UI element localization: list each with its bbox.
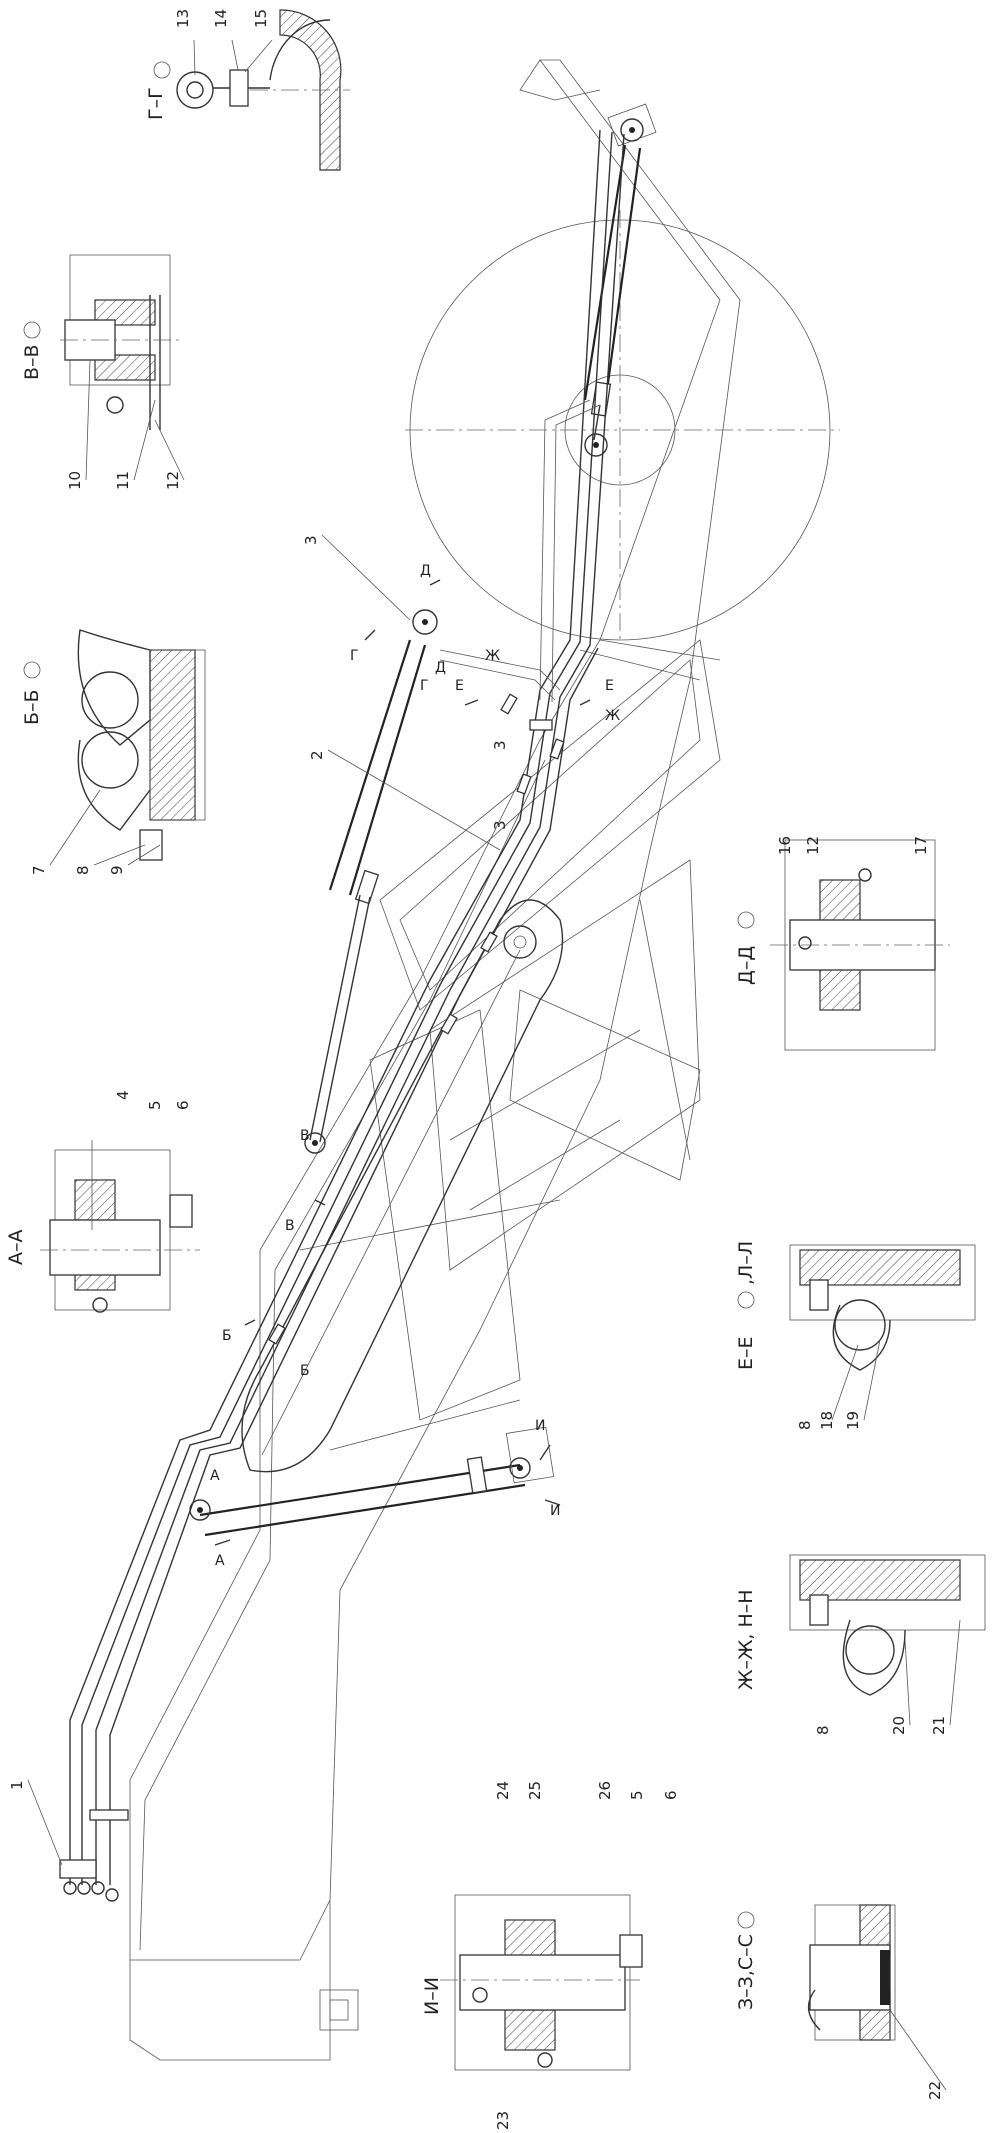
- lower-hydraulic-cylinder: [189, 1426, 555, 1537]
- upper-hydraulic-cylinder: [304, 609, 438, 1154]
- view-dd-drawing: [770, 839, 950, 1051]
- view-aa-drawing: [40, 1149, 200, 1313]
- callout-3b: 3: [491, 740, 509, 750]
- callout-10: 10: [66, 471, 84, 490]
- rear-frame-block: [379, 639, 721, 1011]
- section-mark-d1: Д: [420, 563, 431, 579]
- callout-17: 17: [912, 836, 930, 855]
- callout-6a: 6: [174, 1100, 192, 1110]
- section-mark-zh1: Ж: [485, 648, 500, 664]
- callout-18: 18: [818, 1411, 836, 1430]
- view-title-aa: А–А: [5, 1230, 27, 1266]
- section-mark-e2: Е: [605, 678, 614, 694]
- callout-8a: 8: [74, 865, 92, 875]
- section-mark-d2: Д: [435, 660, 446, 676]
- view-title-dd: Д–Д: [735, 946, 757, 985]
- view-title-vv: В–В: [21, 344, 43, 380]
- view-zhzh-drawing: [789, 1554, 986, 1696]
- callout-4: 4: [114, 1090, 132, 1100]
- view-title-gg: Г–Г: [145, 87, 167, 120]
- view-title-bb: Б–Б: [21, 689, 43, 725]
- callout-23: 23: [494, 2111, 512, 2130]
- callout-8b: 8: [796, 1420, 814, 1430]
- callout-2: 2: [308, 750, 326, 760]
- view-ii-drawing: [440, 1894, 643, 2071]
- view-zz-drawing: [807, 1904, 896, 2041]
- boom-pivot: [503, 925, 537, 959]
- view-bb-drawing: [77, 629, 206, 861]
- frame-outline: [129, 59, 741, 1961]
- section-mark-g2: Г: [420, 678, 429, 694]
- view-title-ll: ,Л–Л: [735, 1241, 757, 1285]
- hydraulic-pipes: [69, 129, 625, 1885]
- section-mark-a1: А: [215, 1553, 225, 1569]
- view-gg-drawing: [176, 9, 350, 171]
- callout-20: 20: [890, 1716, 908, 1735]
- pipe-clamps: [89, 693, 565, 1821]
- view-vv-drawing: [60, 254, 180, 430]
- callout-7: 7: [30, 865, 48, 875]
- callout-8c: 8: [814, 1725, 832, 1735]
- callout-5a: 5: [146, 1100, 164, 1110]
- callout-21: 21: [930, 1716, 948, 1735]
- callout-3c: 3: [491, 820, 509, 830]
- section-mark-g1: Г: [350, 648, 359, 664]
- callout-25: 25: [526, 1781, 544, 1800]
- callout-5b: 5: [628, 1790, 646, 1800]
- callout-15: 15: [252, 9, 270, 28]
- section-mark-a2: А: [210, 1468, 220, 1484]
- callout-13: 13: [174, 9, 192, 28]
- callout-3a: 3: [302, 535, 320, 545]
- callout-12b: 12: [804, 836, 822, 855]
- section-mark-zh2: Ж: [605, 708, 620, 724]
- section-mark-b2: Б: [300, 1363, 310, 1379]
- callout-22: 22: [926, 2081, 944, 2100]
- callout-16: 16: [776, 836, 794, 855]
- view-title-ee: Е–Е: [735, 1336, 757, 1370]
- section-mark-i1: И: [535, 1418, 545, 1434]
- view-title-zz: З–З,С–С: [735, 1934, 757, 2010]
- section-mark-i2: И: [550, 1503, 560, 1519]
- callout-9: 9: [108, 865, 126, 875]
- view-title-zhzh: Ж–Ж, Н–Н: [735, 1589, 757, 1690]
- callout-1: 1: [8, 1780, 26, 1790]
- section-mark-b1: Б: [222, 1328, 232, 1344]
- boom-arm: [241, 899, 564, 1473]
- section-mark-v1: В: [285, 1218, 295, 1234]
- front-fittings: [59, 1859, 119, 1902]
- main-view: [59, 59, 840, 2061]
- view-ee-drawing: [789, 1244, 976, 1371]
- callout-26: 26: [596, 1781, 614, 1800]
- callout-14: 14: [212, 9, 230, 28]
- section-mark-e1: Е: [455, 678, 464, 694]
- callout-24: 24: [494, 1781, 512, 1800]
- callout-6b: 6: [662, 1790, 680, 1800]
- callout-12a: 12: [164, 471, 182, 490]
- view-title-ii: И–И: [421, 1977, 443, 2015]
- callout-19: 19: [844, 1411, 862, 1430]
- section-mark-v2: В: [300, 1128, 310, 1144]
- callout-11: 11: [114, 471, 132, 490]
